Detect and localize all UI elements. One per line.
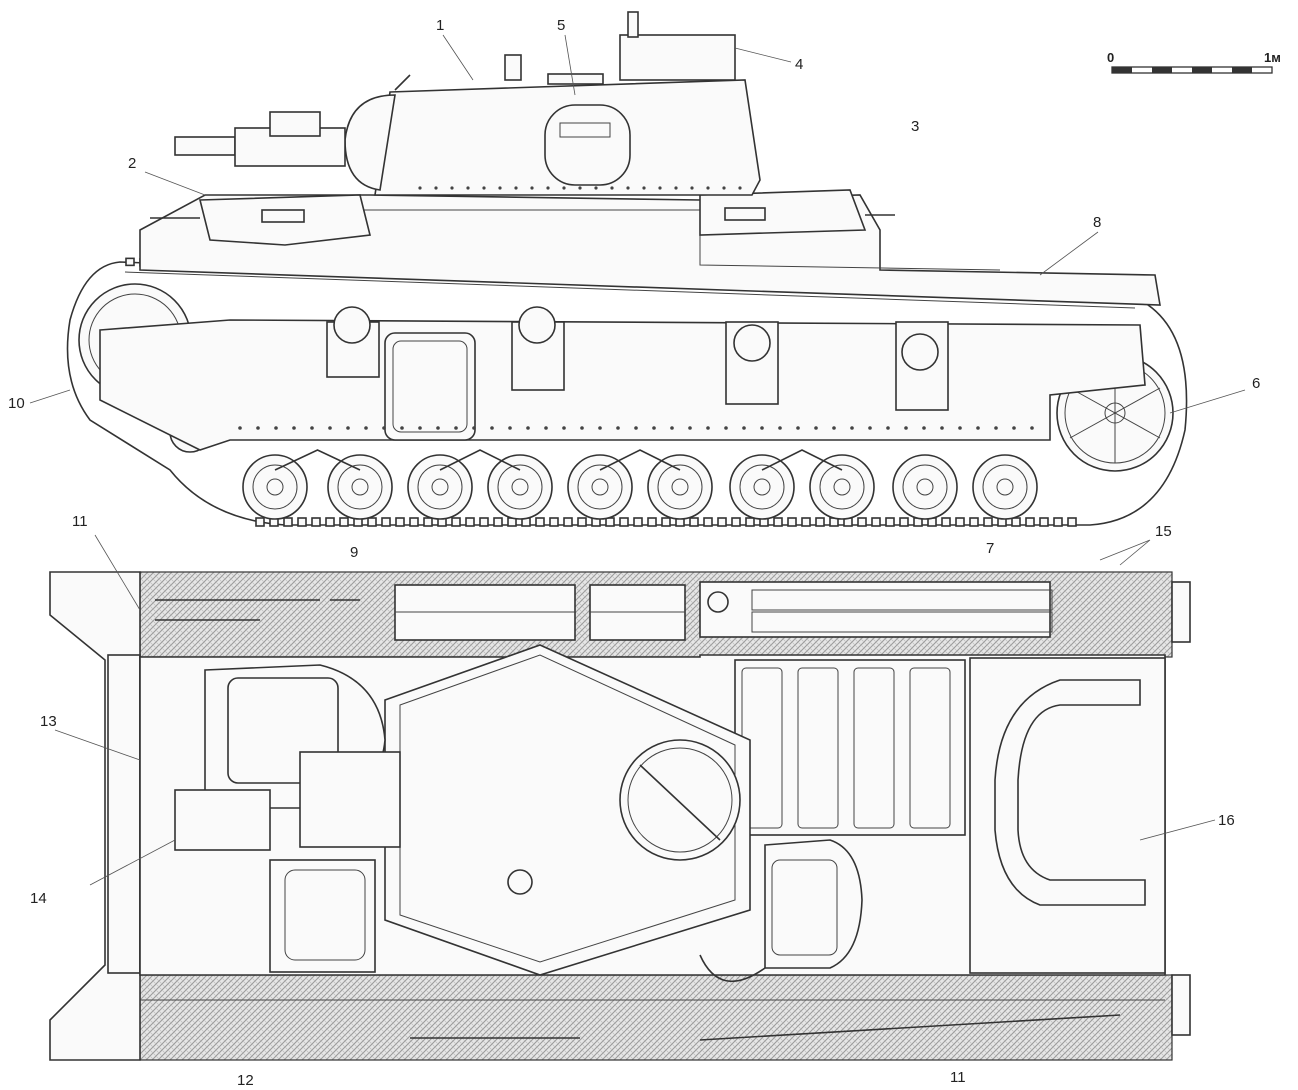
callout-4: 4	[795, 56, 803, 73]
road-wheels	[242, 449, 1038, 520]
callout-8: 8	[1093, 214, 1101, 231]
side-track-outline	[66, 261, 1188, 526]
side-rivets	[238, 186, 1034, 430]
callout-6: 6	[1252, 375, 1260, 392]
callout-3: 3	[911, 118, 919, 135]
callout-11b: 11	[950, 1069, 966, 1086]
top-front-plate	[49, 571, 141, 1061]
side-door	[384, 332, 476, 441]
callout-2: 2	[128, 155, 136, 172]
main-turret-top	[384, 644, 751, 976]
callout-12: 12	[237, 1072, 254, 1089]
scale-bar: 0 1м	[1107, 50, 1281, 74]
rear-mg-turret-top	[699, 839, 863, 983]
top-view	[49, 571, 1191, 1061]
callout-9: 9	[350, 544, 358, 561]
hull-side-plate	[99, 319, 1146, 451]
suspension-boxes	[326, 306, 949, 411]
main-turret	[174, 11, 761, 196]
rear-mg-turret	[699, 189, 895, 236]
callout-7: 7	[986, 540, 994, 557]
scale-start-label: 0	[1107, 50, 1114, 65]
side-view	[66, 11, 1188, 527]
front-mg-turret	[150, 194, 371, 246]
callout-11a: 11	[72, 513, 88, 530]
callout-5: 5	[557, 17, 565, 34]
leader-lines	[29, 34, 1246, 886]
callout-15: 15	[1155, 523, 1172, 540]
front-mg-turret-top	[174, 664, 401, 973]
callout-1: 1	[436, 17, 444, 34]
callout-10: 10	[8, 395, 25, 412]
tools-on-fender	[155, 581, 1121, 1041]
engine-deck	[734, 657, 1166, 974]
top-track-lower	[139, 974, 1173, 1061]
callout-16: 16	[1218, 812, 1235, 829]
callout-14: 14	[30, 890, 47, 907]
callout-13: 13	[40, 713, 57, 730]
spare-track-links	[394, 584, 686, 641]
scale-end-label: 1м	[1264, 50, 1281, 65]
hull-superstructure	[139, 194, 1161, 306]
callout-labels: 1 2 3 4 5 6 7 8 9 10 11 11 12 13 14 15 1…	[8, 17, 1260, 1089]
